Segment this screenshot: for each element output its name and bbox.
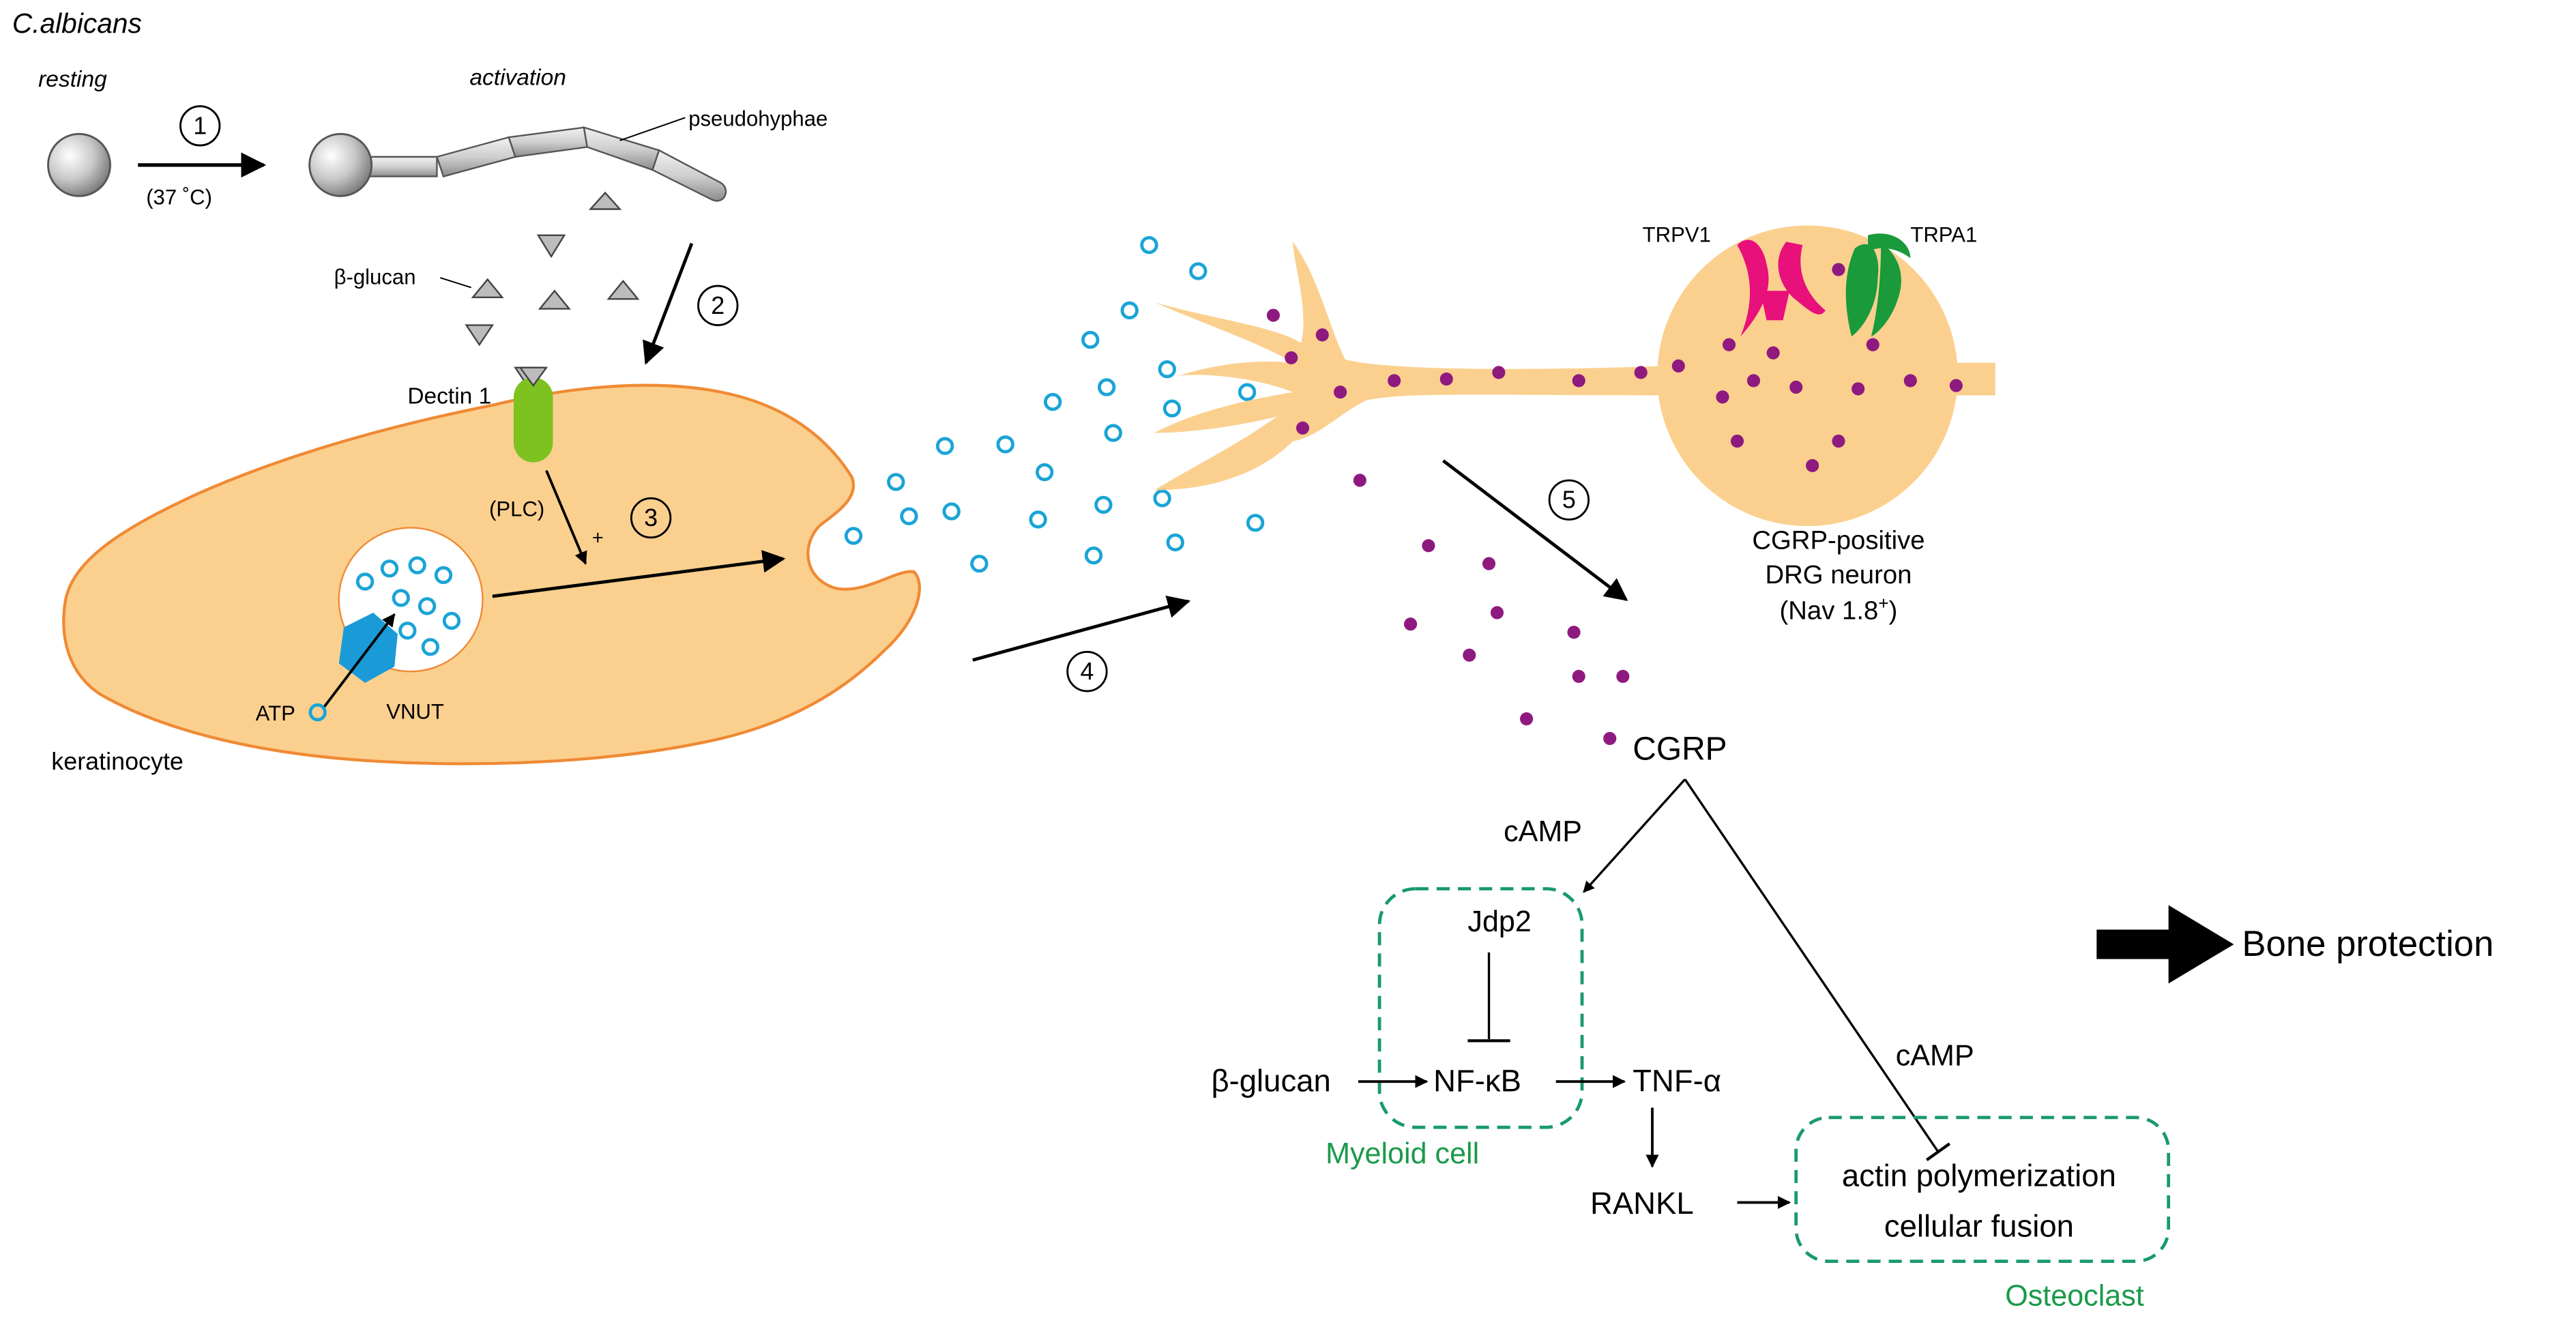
beta-glucan-particles xyxy=(465,191,640,389)
trpa1-channel xyxy=(1845,233,1911,337)
bone-protection-arrow xyxy=(2096,905,2234,984)
activation-label: activation xyxy=(469,65,566,91)
cgrp-dots-in-neuron xyxy=(1266,263,1963,473)
organism-title: C.albicans xyxy=(12,8,142,39)
step-1-marker: 1 xyxy=(179,105,221,147)
released-atp-cloud xyxy=(844,236,1265,573)
trpa1-label: TRPA1 xyxy=(1910,222,1977,246)
vnut-label: VNUT xyxy=(386,700,444,724)
glucan-to-dectin-arrow xyxy=(643,242,694,365)
svg-text:5: 5 xyxy=(1562,486,1576,514)
plc-label: (PLC) xyxy=(489,497,544,521)
resting-label: resting xyxy=(38,67,107,92)
trpv1-label: TRPV1 xyxy=(1643,222,1711,246)
resting-yeast-cell xyxy=(47,132,111,197)
osteoclast-box xyxy=(1794,1116,2171,1264)
pseudohyphae-cell xyxy=(308,126,727,202)
atp-molecule xyxy=(308,703,327,722)
osteoclast-inhibition-bar xyxy=(1926,1142,1951,1161)
myeloid-label: Myeloid cell xyxy=(1326,1137,1479,1170)
actin-label: actin polymerization xyxy=(1842,1158,2116,1193)
neuron-label-line2: DRG neuron xyxy=(1765,560,1912,589)
step-4-marker: 4 xyxy=(1066,650,1108,693)
neuron-label-line1: CGRP-positive xyxy=(1752,526,1924,555)
dectin-1-receptor xyxy=(513,366,553,463)
svg-text:4: 4 xyxy=(1080,657,1094,685)
cgrp-to-jdp2-arrow xyxy=(1583,778,1686,893)
released-cgrp-dots xyxy=(1353,474,1630,745)
atp-to-neuron-arrow xyxy=(972,595,1191,662)
camp-left-label: cAMP xyxy=(1504,815,1582,848)
step-2-marker: 2 xyxy=(697,285,739,326)
step-3-marker: 3 xyxy=(630,497,672,539)
myeloid-cell-box xyxy=(1377,887,1584,1129)
keratinocyte-cell xyxy=(62,383,921,766)
atp-uptake-arrow xyxy=(321,613,396,710)
neuron-release-arrow xyxy=(1442,459,1628,601)
bone-protection-label: Bone protection xyxy=(2242,924,2493,964)
beta-glucan-bottom-label: β-glucan xyxy=(1211,1064,1330,1098)
neuron-label-line3: (Nav 1.8+) xyxy=(1780,593,1898,625)
rankl-label: RANKL xyxy=(1590,1186,1694,1221)
beta-glucan-leader xyxy=(439,277,472,289)
keratinocyte-label: keratinocyte xyxy=(51,747,184,775)
dectin-label: Dectin 1 xyxy=(407,383,491,409)
vesicle-atp-molecules xyxy=(355,556,461,656)
beta-glucan-top-label: β-glucan xyxy=(334,265,416,289)
pseudohyphae-label: pseudohyphae xyxy=(688,106,828,130)
dectin-to-vesicle-arrow xyxy=(545,469,587,565)
camp-right-label: cAMP xyxy=(1896,1039,1974,1072)
fusion-label: cellular fusion xyxy=(1884,1209,2074,1244)
cgrp-label: CGRP xyxy=(1633,731,1727,767)
cgrp-inhibits-osteoclast-line xyxy=(1684,778,1940,1153)
temperature-label: (37 ˚C) xyxy=(146,185,212,209)
svg-text:1: 1 xyxy=(193,111,207,139)
svg-text:2: 2 xyxy=(711,291,724,319)
plus-label: + xyxy=(592,527,604,549)
trpv1-channel xyxy=(1737,239,1826,337)
svg-text:3: 3 xyxy=(644,504,658,532)
vesicle-to-release-arrow xyxy=(492,550,786,598)
jdp2-label: Jdp2 xyxy=(1467,905,1531,938)
step-5-marker: 5 xyxy=(1548,479,1590,521)
nfkb-label: NF-κB xyxy=(1433,1064,1521,1098)
osteoclast-label: Osteoclast xyxy=(2005,1279,2144,1312)
pseudohyphae-leader xyxy=(619,117,686,141)
tnf-label: TNF-α xyxy=(1633,1064,1721,1098)
atp-label: ATP xyxy=(256,701,295,725)
